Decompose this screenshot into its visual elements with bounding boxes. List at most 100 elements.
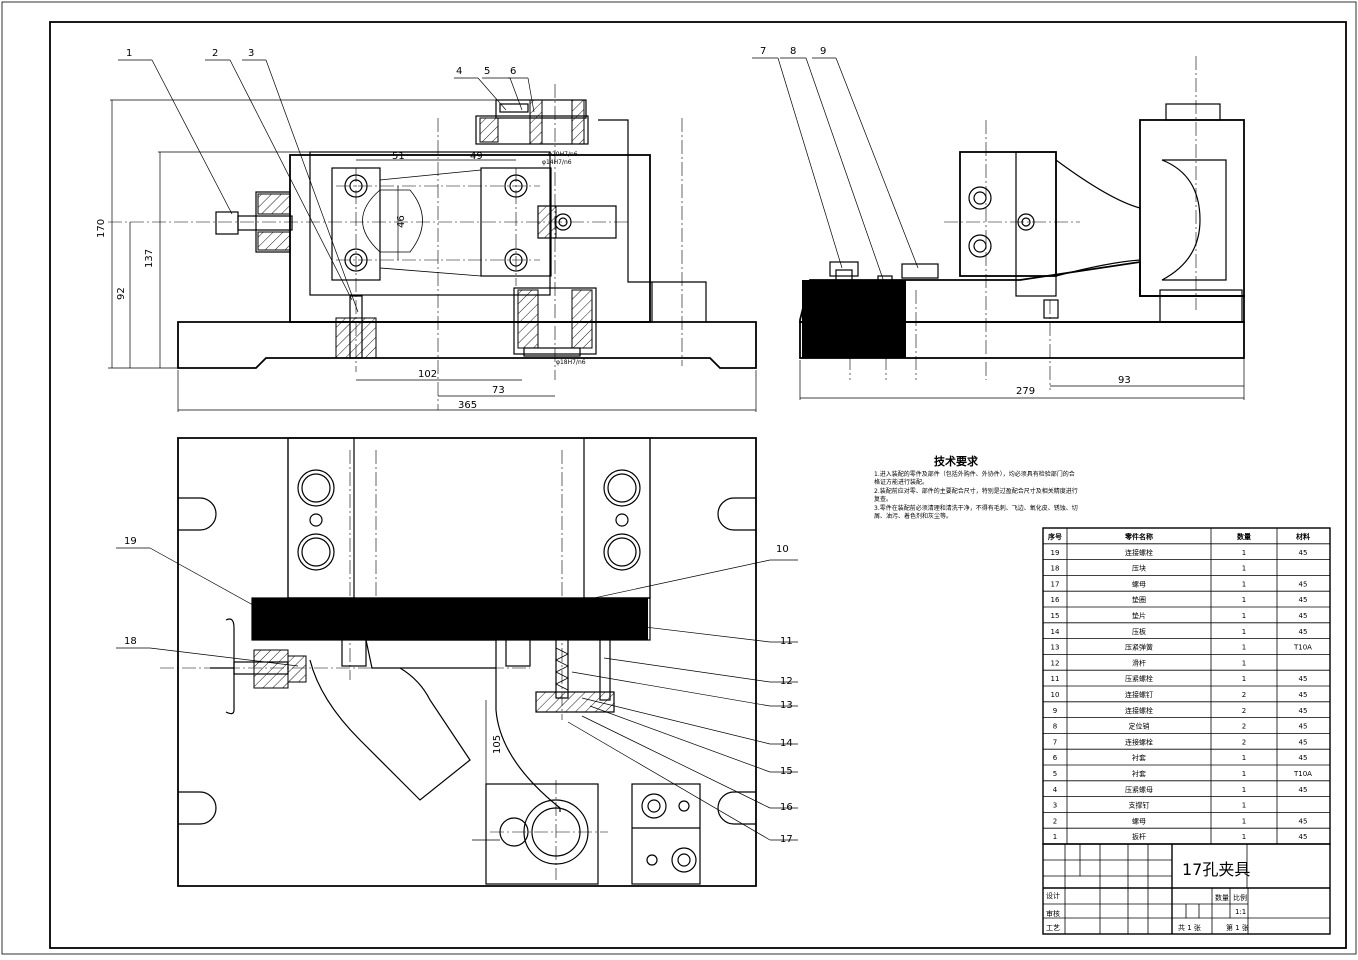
bom-cell: 衬套 — [1132, 769, 1146, 778]
dim-49: 49 — [470, 151, 483, 162]
bom-cell: 4 — [1053, 786, 1058, 794]
tech-req-line-5: 3.零件在装配前必须清理和清洗干净，不得有毛刺、飞边、氧化皮、锈蚀、切 — [874, 504, 1078, 512]
bom-cell: 11 — [1051, 675, 1060, 683]
balloon-8: 8 — [790, 46, 796, 57]
bom-cell: 连接螺钉 — [1125, 690, 1153, 699]
bom-cell: 45 — [1299, 707, 1308, 715]
process-label: 工艺 — [1046, 924, 1060, 932]
bom-header-cell: 零件名称 — [1124, 532, 1153, 541]
bom-cell: 17 — [1051, 580, 1060, 588]
technical-requirements: 技术要求 1.进入装配的零件及部件（包括外购件、外协件），均必须具有检验部门的合… — [874, 454, 1078, 520]
drawing-title: 17孔夹具 — [1182, 860, 1250, 879]
bom-cell: 45 — [1299, 628, 1308, 636]
balloon-10: 10 — [776, 544, 789, 555]
balloon-5: 5 — [484, 66, 490, 77]
balloon-11: 11 — [780, 636, 793, 647]
dim-105: 105 — [492, 735, 503, 754]
bom-cell: 45 — [1299, 549, 1308, 557]
dim-365: 365 — [458, 400, 477, 411]
bom-cell: 螺母 — [1132, 579, 1146, 588]
balloon-6: 6 — [510, 66, 516, 77]
design-label: 设计 — [1046, 891, 1060, 900]
bom-cell: 15 — [1051, 612, 1060, 620]
bom-cell: 1 — [1242, 802, 1246, 810]
dim-137: 137 — [144, 249, 155, 268]
bom-header-cell: 序号 — [1047, 532, 1062, 541]
fit-label-1: φ20H7/n6 — [548, 151, 578, 158]
dim-93: 93 — [1118, 375, 1131, 386]
bom-cell: 5 — [1053, 770, 1057, 778]
bom-cell: 1 — [1242, 644, 1246, 652]
bom-cell: 45 — [1299, 833, 1308, 841]
inner-frame — [49, 21, 1347, 949]
balloon-18: 18 — [124, 636, 137, 647]
bom-cell: 1 — [1242, 596, 1246, 604]
bom-cell: 14 — [1051, 628, 1060, 636]
bom-cell: 19 — [1051, 549, 1060, 557]
bom-header-cell: 数量 — [1237, 532, 1251, 541]
bom-cell: 2 — [1242, 691, 1246, 699]
balloon-14: 14 — [780, 738, 793, 749]
bom-cell: 1 — [1242, 675, 1246, 683]
bom-cell: 45 — [1299, 723, 1308, 731]
bom-cell: 45 — [1299, 817, 1308, 825]
bom-cell: 压紧螺母 — [1125, 785, 1153, 794]
bom-cell: 滑杆 — [1132, 658, 1146, 667]
balloon-19: 19 — [124, 536, 137, 547]
bom-cell: 压紧弹簧 — [1125, 643, 1153, 652]
bom-cell: 2 — [1242, 738, 1246, 746]
bom-cell: 1 — [1242, 770, 1246, 778]
balloon-15: 15 — [780, 766, 793, 777]
qty-label: 数量 — [1215, 893, 1229, 902]
bom-cell: 压板 — [1132, 627, 1146, 636]
tech-req-line-4: 复查。 — [874, 495, 892, 503]
balloon-4: 4 — [456, 66, 462, 77]
tech-req-line-2: 格证方能进行装配。 — [874, 478, 928, 486]
balloon-12: 12 — [780, 676, 793, 687]
scale-value: 1:1 — [1235, 908, 1246, 916]
bom-cell: 衬套 — [1132, 753, 1146, 762]
bom-cell: 2 — [1242, 723, 1246, 731]
bom-cell: 9 — [1053, 707, 1057, 715]
balloon-16: 16 — [780, 802, 793, 813]
bom-cell: 支撑钉 — [1129, 801, 1150, 810]
bom-cell: 10 — [1051, 691, 1060, 699]
bom-cell: 压块 — [1132, 564, 1146, 573]
bom-cell: 1 — [1242, 786, 1246, 794]
bom-cell: 1 — [1242, 580, 1246, 588]
plan-view: 105 — [160, 437, 757, 887]
bom-cell: 45 — [1299, 596, 1308, 604]
balloon-1: 1 — [126, 48, 132, 59]
bom-cell: 45 — [1299, 675, 1308, 683]
dim-279: 279 — [1016, 386, 1035, 397]
bom-cell: 45 — [1299, 738, 1308, 746]
bom-cell: 定位销 — [1129, 722, 1150, 731]
title-block: 17孔夹具 设计 审核 工艺 数量 比例 1:1 共 1 张 第 1 张 — [1042, 843, 1331, 935]
bom-cell: 18 — [1051, 565, 1060, 573]
bom-cell: 1 — [1242, 565, 1246, 573]
tech-req-title: 技术要求 — [934, 454, 979, 468]
sheets-total: 共 1 张 — [1178, 923, 1201, 932]
dim-46: 46 — [396, 215, 407, 228]
bom-cell: 垫片 — [1132, 611, 1146, 620]
balloon-7: 7 — [760, 46, 766, 57]
fit-label-3: φ18H7/n6 — [556, 359, 586, 366]
dim-170: 170 — [96, 219, 107, 238]
balloon-3: 3 — [248, 48, 254, 59]
bom-cell: 螺母 — [1132, 816, 1146, 825]
bom-cell: 1 — [1242, 628, 1246, 636]
bom-cell: 45 — [1299, 786, 1308, 794]
dim-92: 92 — [116, 287, 127, 300]
bom-cell: 45 — [1299, 754, 1308, 762]
leader-lines — [116, 57, 919, 841]
bom-cell: 1 — [1242, 833, 1246, 841]
bom-cell: 2 — [1242, 707, 1246, 715]
tech-req-line-3: 2.装配前应对零、部件的主要配合尺寸，特别是过盈配合尺寸及相关精度进行 — [874, 487, 1078, 495]
dim-73: 73 — [492, 385, 505, 396]
bom-cell: 45 — [1299, 580, 1308, 588]
bom-cell: 8 — [1053, 723, 1057, 731]
front-view: 170 137 92 51 49 46 102 73 365 φ20H7/n6 … — [96, 84, 757, 412]
